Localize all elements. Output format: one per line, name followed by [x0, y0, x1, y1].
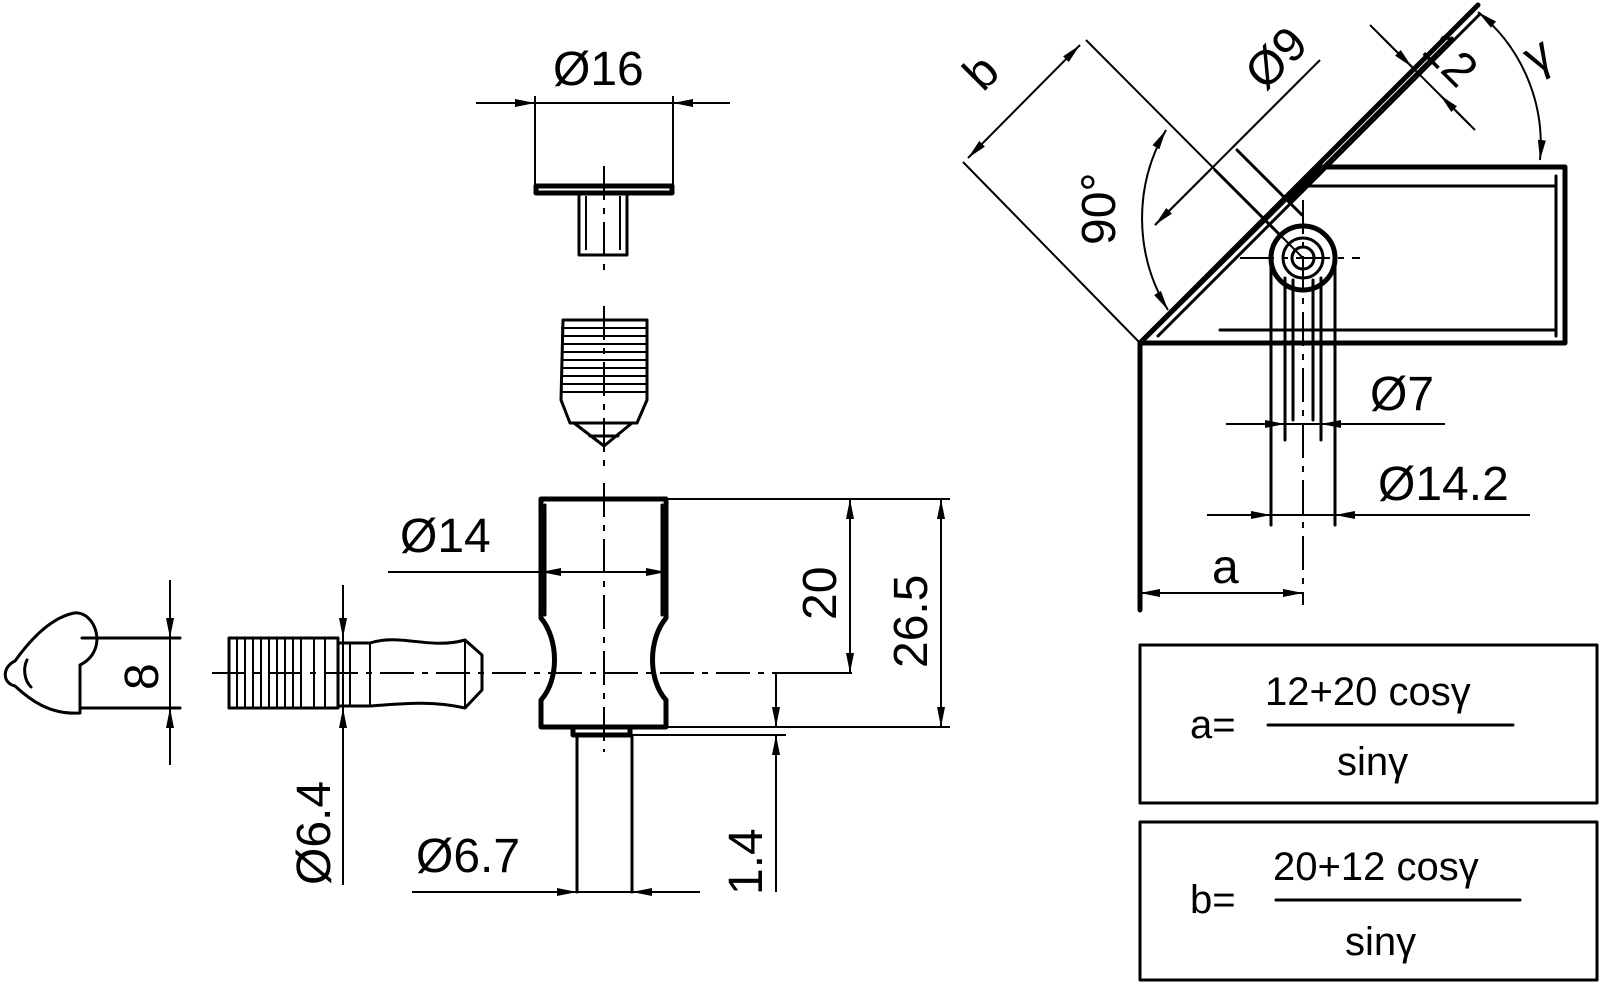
formula-b-denominator: sinγ	[1345, 920, 1416, 964]
cap-part: Ø16	[476, 43, 730, 272]
dim-d16: Ø16	[553, 43, 644, 96]
threaded-pin: Ø6.4	[227, 585, 484, 885]
dim-angle90: 90°	[1073, 172, 1126, 245]
formula-a-box: a= 12+20 cosγ sinγ	[1138, 643, 1599, 805]
dim-d8: 8	[116, 663, 169, 690]
threaded-insert	[559, 306, 649, 470]
formula-a-lhs: a=	[1190, 703, 1236, 747]
dim-a: a	[1212, 541, 1239, 594]
formula-a-denominator: sinγ	[1337, 740, 1408, 784]
formula-b-box: b= 20+12 cosγ sinγ	[1138, 820, 1599, 982]
main-body	[212, 483, 852, 894]
dim-b: b	[953, 44, 1009, 100]
dim-gamma: γ	[1514, 27, 1561, 85]
angled-assembly	[1137, 2, 1568, 613]
dim-d9: Ø9	[1235, 17, 1318, 100]
dim-h26-5: 26.5	[885, 575, 938, 668]
dim-h1-4: 1.4	[720, 828, 773, 895]
ball-head: 8	[3, 580, 182, 765]
formula-b-numerator: 20+12 cosγ	[1273, 845, 1479, 889]
dim-d14: Ø14	[400, 510, 491, 563]
dim-d14-2: Ø14.2	[1378, 458, 1509, 511]
dim-d6-4: Ø6.4	[288, 781, 341, 885]
dim-h20: 20	[794, 567, 847, 620]
dim-w12: 12	[1412, 22, 1487, 97]
dim-d7: Ø7	[1370, 368, 1434, 421]
formula-b-lhs: b=	[1190, 878, 1236, 922]
dim-d6-7: Ø6.7	[416, 830, 520, 883]
formula-a-numerator: 12+20 cosγ	[1265, 670, 1471, 714]
